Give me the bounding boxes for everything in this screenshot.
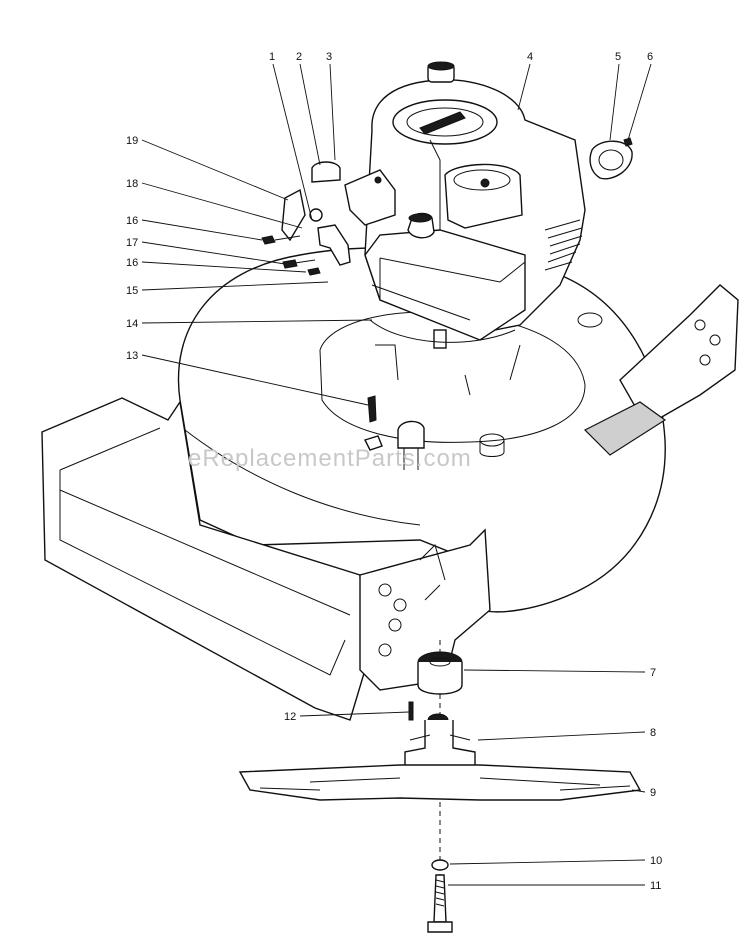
callout-19: 19 (126, 135, 138, 147)
callout-16-upper: 16 (126, 215, 138, 227)
callout-9: 9 (650, 787, 656, 799)
callout-labels: 1 2 3 4 5 6 7 8 9 10 11 12 13 14 15 16 1… (126, 51, 662, 892)
callout-1: 1 (269, 51, 275, 63)
callout-16-lower: 16 (126, 257, 138, 269)
callout-18: 18 (126, 178, 138, 190)
callout-4: 4 (527, 51, 533, 63)
blade-assembly (238, 640, 642, 933)
callout-11: 11 (650, 880, 661, 892)
callout-15: 15 (126, 285, 138, 297)
callout-5: 5 (615, 51, 621, 63)
callout-12: 12 (284, 711, 296, 723)
callout-2: 2 (296, 51, 302, 63)
watermark-text: eReplacementParts.com (188, 445, 472, 472)
callout-10: 10 (650, 855, 662, 867)
callout-14: 14 (126, 318, 138, 330)
engine-assembly (344, 61, 586, 396)
callout-7: 7 (650, 667, 656, 679)
mower-deck (41, 247, 739, 721)
shroud-plate-parts (589, 137, 633, 180)
callout-6: 6 (647, 51, 653, 63)
callout-17: 17 (126, 237, 138, 249)
throttle-control-parts (261, 161, 351, 276)
leader-lines (141, 63, 652, 886)
callout-8: 8 (650, 727, 656, 739)
callout-3: 3 (326, 51, 332, 63)
callout-13: 13 (126, 350, 138, 362)
deck-fasteners (364, 395, 425, 470)
